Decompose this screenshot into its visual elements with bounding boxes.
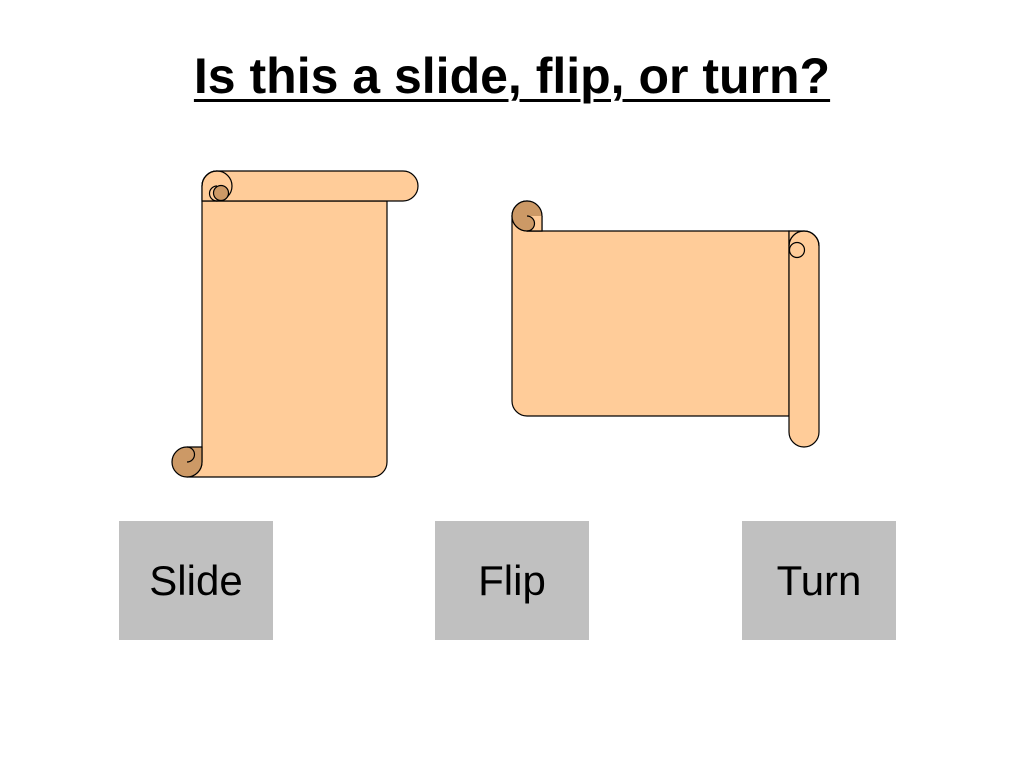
turn-button[interactable]: Turn (742, 521, 896, 640)
page-title: Is this a slide, flip, or turn? (193, 48, 831, 104)
flip-button[interactable]: Flip (435, 521, 589, 640)
turn-button-label: Turn (776, 556, 862, 604)
slide-button[interactable]: Slide (119, 521, 273, 640)
slide-button-label: Slide (149, 556, 243, 604)
horizontal-scroll-icon (511, 200, 820, 448)
vertical-scroll-icon (171, 170, 419, 478)
flip-button-label: Flip (478, 556, 546, 604)
